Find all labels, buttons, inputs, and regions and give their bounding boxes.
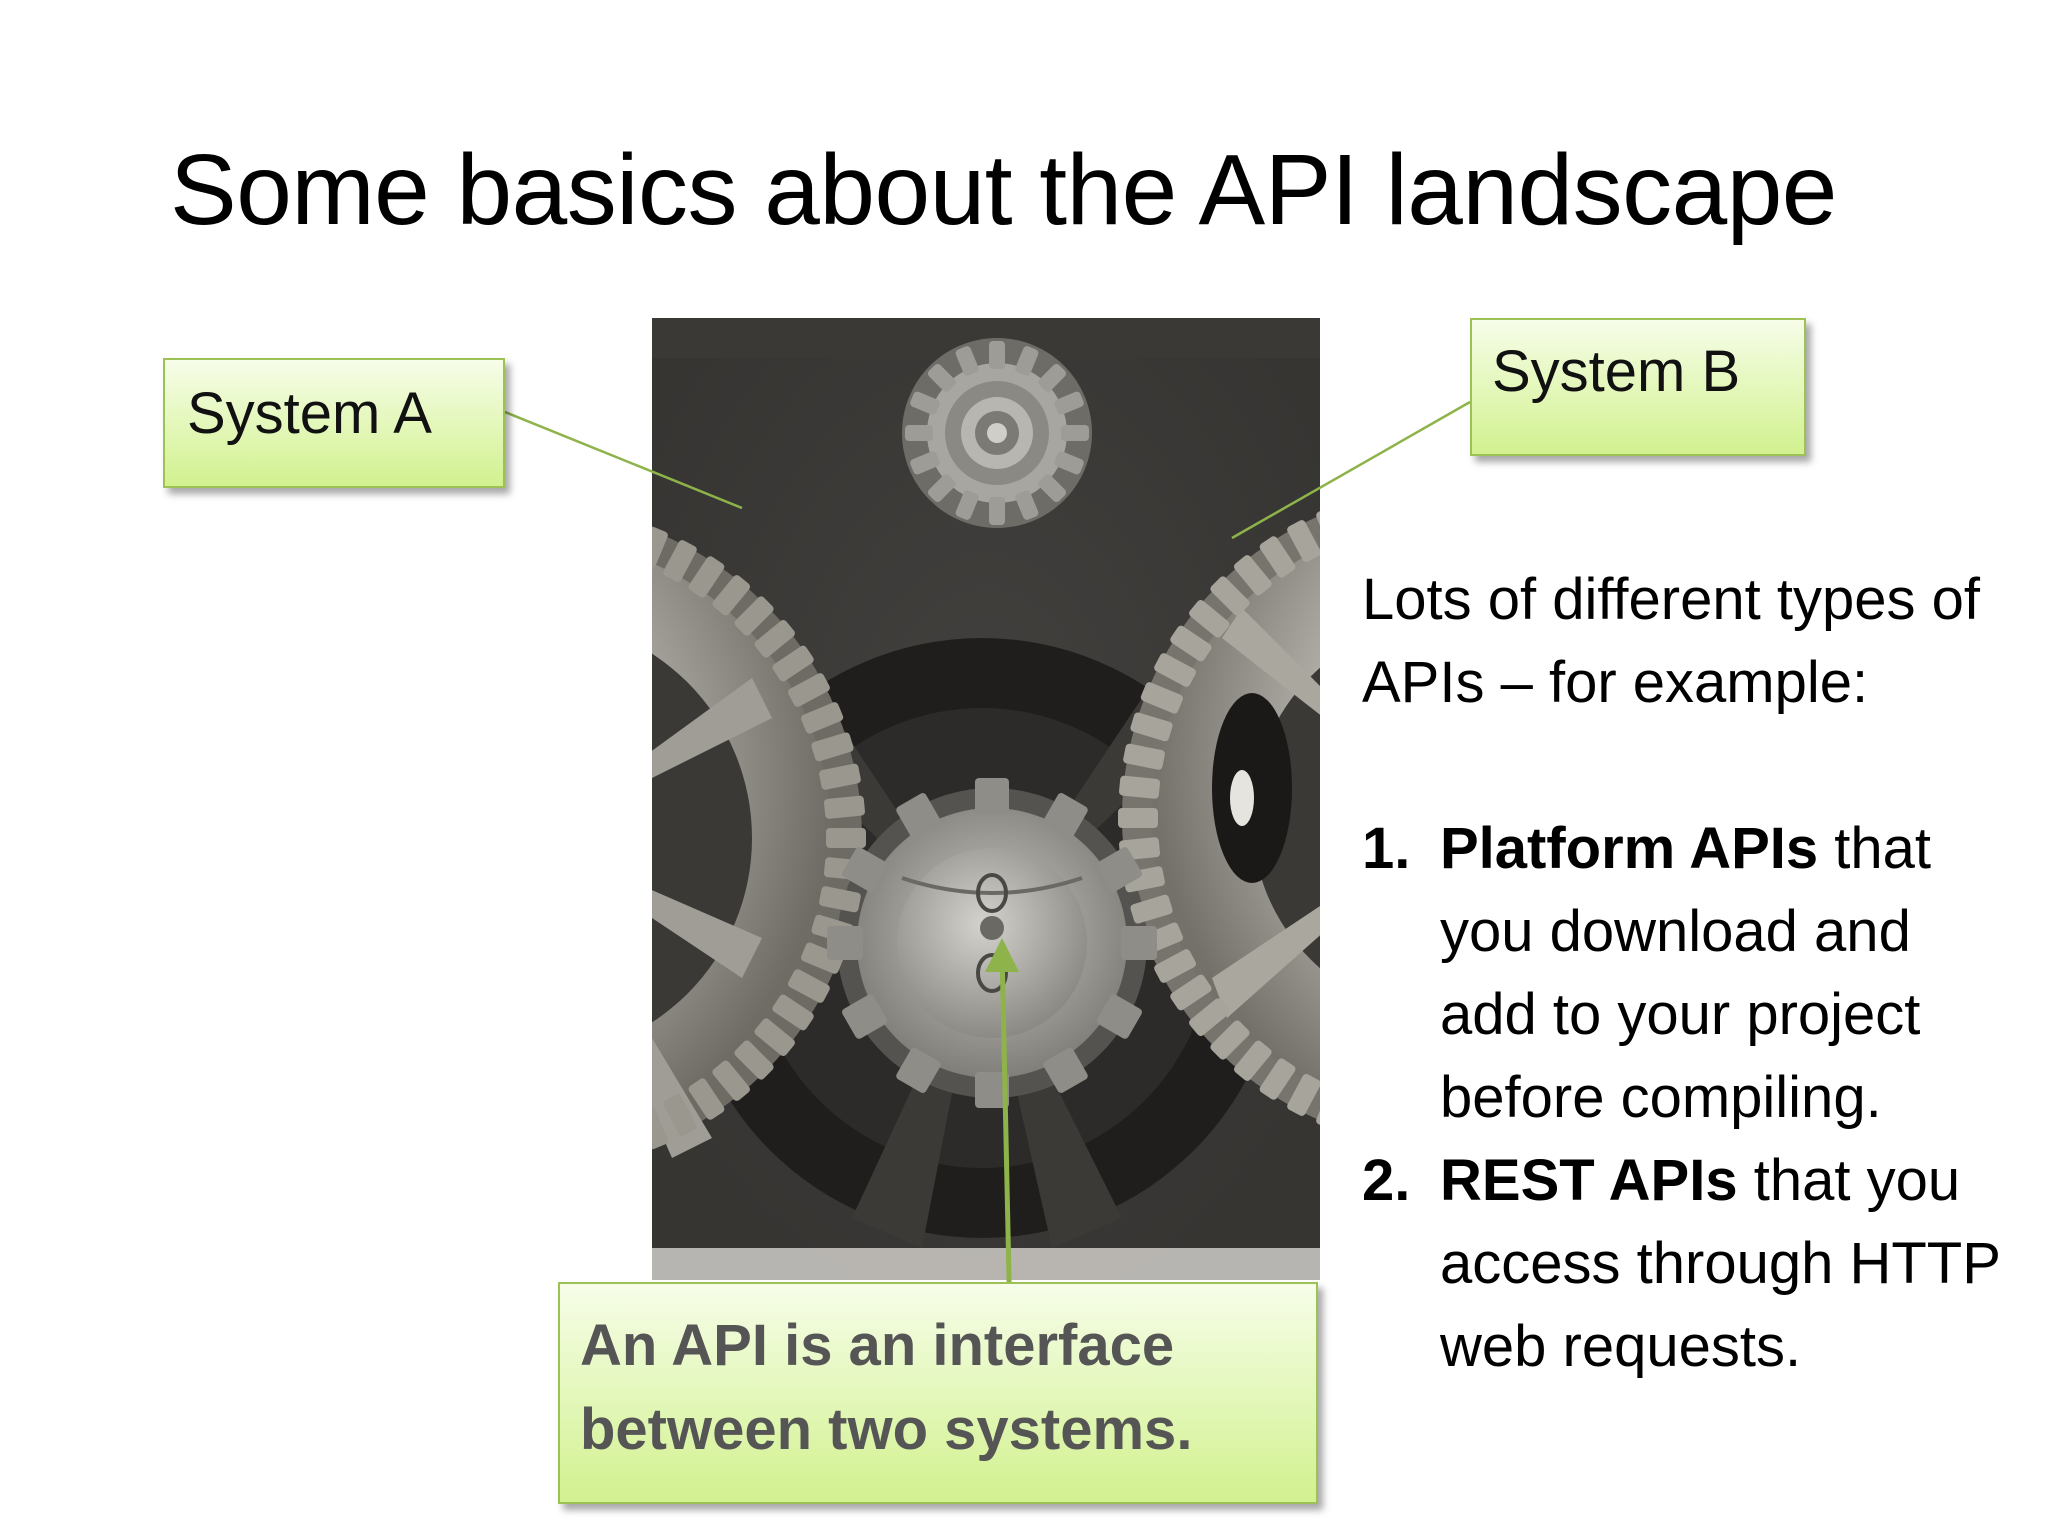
- list-item-number: 1.: [1362, 816, 1411, 881]
- list-item-text: that you download and add to your projec…: [1440, 816, 1932, 1130]
- api-types-text: Lots of different types of APIs – for ex…: [1362, 558, 2022, 1388]
- list-item-text: that you access through HTTP web request…: [1440, 1148, 2000, 1379]
- list-item-number: 2.: [1362, 1148, 1411, 1213]
- api-types-intro: Lots of different types of APIs – for ex…: [1362, 567, 1980, 715]
- callout-system-b-label: System B: [1492, 339, 1741, 404]
- callout-system-a-label: System A: [187, 381, 432, 446]
- gears-photo: [652, 318, 1320, 1280]
- callout-api-line-2: between two systems.: [580, 1397, 1193, 1462]
- callout-system-a: System A: [163, 358, 505, 488]
- list-item-bold: Platform APIs: [1440, 816, 1819, 881]
- callout-api-definition: An API is an interface between two syste…: [558, 1282, 1318, 1504]
- list-item: 2. REST APIs that you access through HTTP…: [1362, 1139, 2022, 1388]
- callout-system-b: System B: [1470, 318, 1806, 456]
- list-item: 1. Platform APIs that you download and ad…: [1362, 807, 2022, 1139]
- api-types-list: 1. Platform APIs that you download and ad…: [1362, 807, 2022, 1388]
- callout-api-line-1: An API is an interface: [580, 1313, 1175, 1378]
- slide-title: Some basics about the API landscape: [170, 134, 1837, 246]
- list-item-bold: REST APIs: [1440, 1148, 1738, 1213]
